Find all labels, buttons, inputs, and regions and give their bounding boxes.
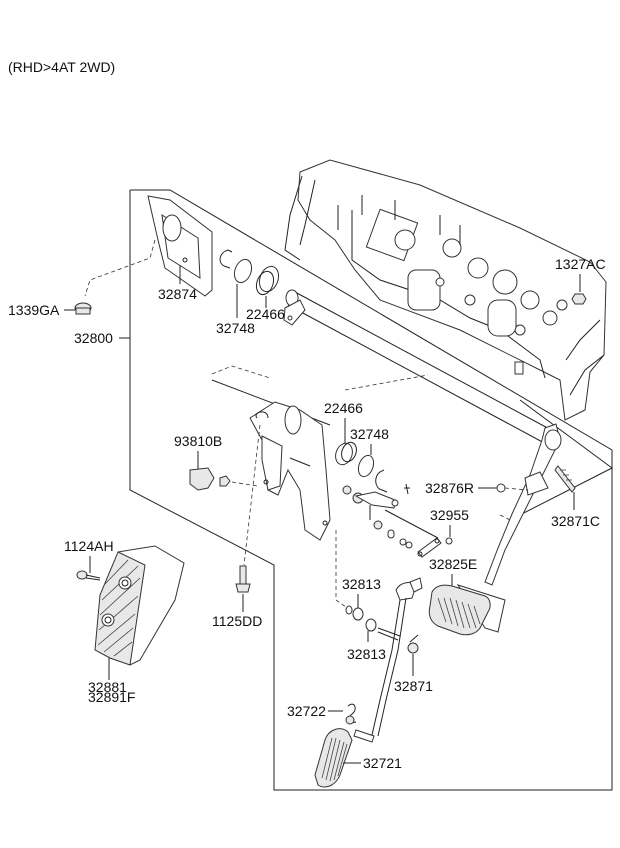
snap-clip-upper	[219, 249, 233, 269]
accelerator-pedal-arm	[353, 577, 423, 743]
label-32721: 32721	[363, 755, 402, 771]
part-1124AH[interactable]: 1124AH	[64, 538, 114, 581]
linkage-parts	[342, 485, 442, 558]
label-1327AC: 1327AC	[555, 256, 606, 272]
label-32748-upper: 32748	[216, 320, 255, 336]
brake-pedal-arm	[484, 423, 562, 586]
label-32813-upper: 32813	[342, 576, 381, 592]
label-32874: 32874	[158, 286, 197, 302]
part-1327AC[interactable]: 1327AC	[555, 256, 606, 305]
label-1124AH: 1124AH	[64, 538, 114, 554]
part-1339GA[interactable]: 1339GA	[8, 239, 156, 318]
label-22466-upper: 22466	[246, 306, 285, 322]
label-32800: 32800	[74, 330, 113, 346]
part-32825E[interactable]: 32825E	[428, 556, 506, 636]
part-32881[interactable]: 32881	[88, 545, 185, 695]
label-32748-lower: 32748	[350, 426, 389, 442]
part-32800[interactable]: 32800	[74, 330, 113, 346]
part-32871C[interactable]: 32871C	[551, 465, 600, 529]
part-32874[interactable]: 32874	[147, 195, 213, 302]
label-32813-lower: 32813	[347, 646, 386, 662]
diagram-title: (RHD>4AT 2WD)	[8, 59, 115, 75]
pedal-bracket	[249, 401, 331, 541]
label-1339GA: 1339GA	[8, 302, 60, 318]
part-93810B[interactable]: 93810B	[174, 433, 259, 491]
label-32722: 32722	[287, 703, 326, 719]
label-32871: 32871	[394, 678, 433, 694]
part-32876R[interactable]: 32876R	[425, 480, 529, 496]
label-32955: 32955	[430, 507, 469, 523]
label-1125DD: 1125DD	[212, 613, 262, 629]
part-32722[interactable]: 32722	[287, 703, 357, 725]
pedal-shaft	[283, 289, 556, 446]
part-32891F[interactable]: 32891F	[88, 689, 135, 705]
part-22466-upper[interactable]: 22466	[246, 264, 285, 322]
assembly-frame	[119, 189, 613, 791]
part-1125DD[interactable]: 1125DD	[212, 424, 262, 629]
label-93810B: 93810B	[174, 433, 222, 449]
part-32871[interactable]: 32871	[394, 634, 433, 694]
label-32891F: 32891F	[88, 689, 135, 705]
part-32721[interactable]: 32721	[314, 728, 402, 788]
part-32748-lower[interactable]: 32748	[350, 426, 389, 479]
label-32871C: 32871C	[551, 513, 600, 529]
label-22466-lower: 22466	[324, 400, 363, 416]
part-32813-lower[interactable]: 32813	[347, 618, 386, 662]
label-32876R: 32876R	[425, 480, 474, 496]
part-32955[interactable]: 32955	[430, 507, 469, 545]
part-32748-upper[interactable]: 32748	[216, 257, 255, 336]
snap-clip-lower	[375, 469, 410, 495]
part-22466-lower[interactable]: 22466	[324, 400, 363, 467]
cowl-panel	[284, 159, 607, 421]
label-32881: 32881	[88, 679, 127, 695]
part-32813-upper[interactable]: 32813	[335, 530, 381, 621]
label-32825E: 32825E	[429, 556, 477, 572]
